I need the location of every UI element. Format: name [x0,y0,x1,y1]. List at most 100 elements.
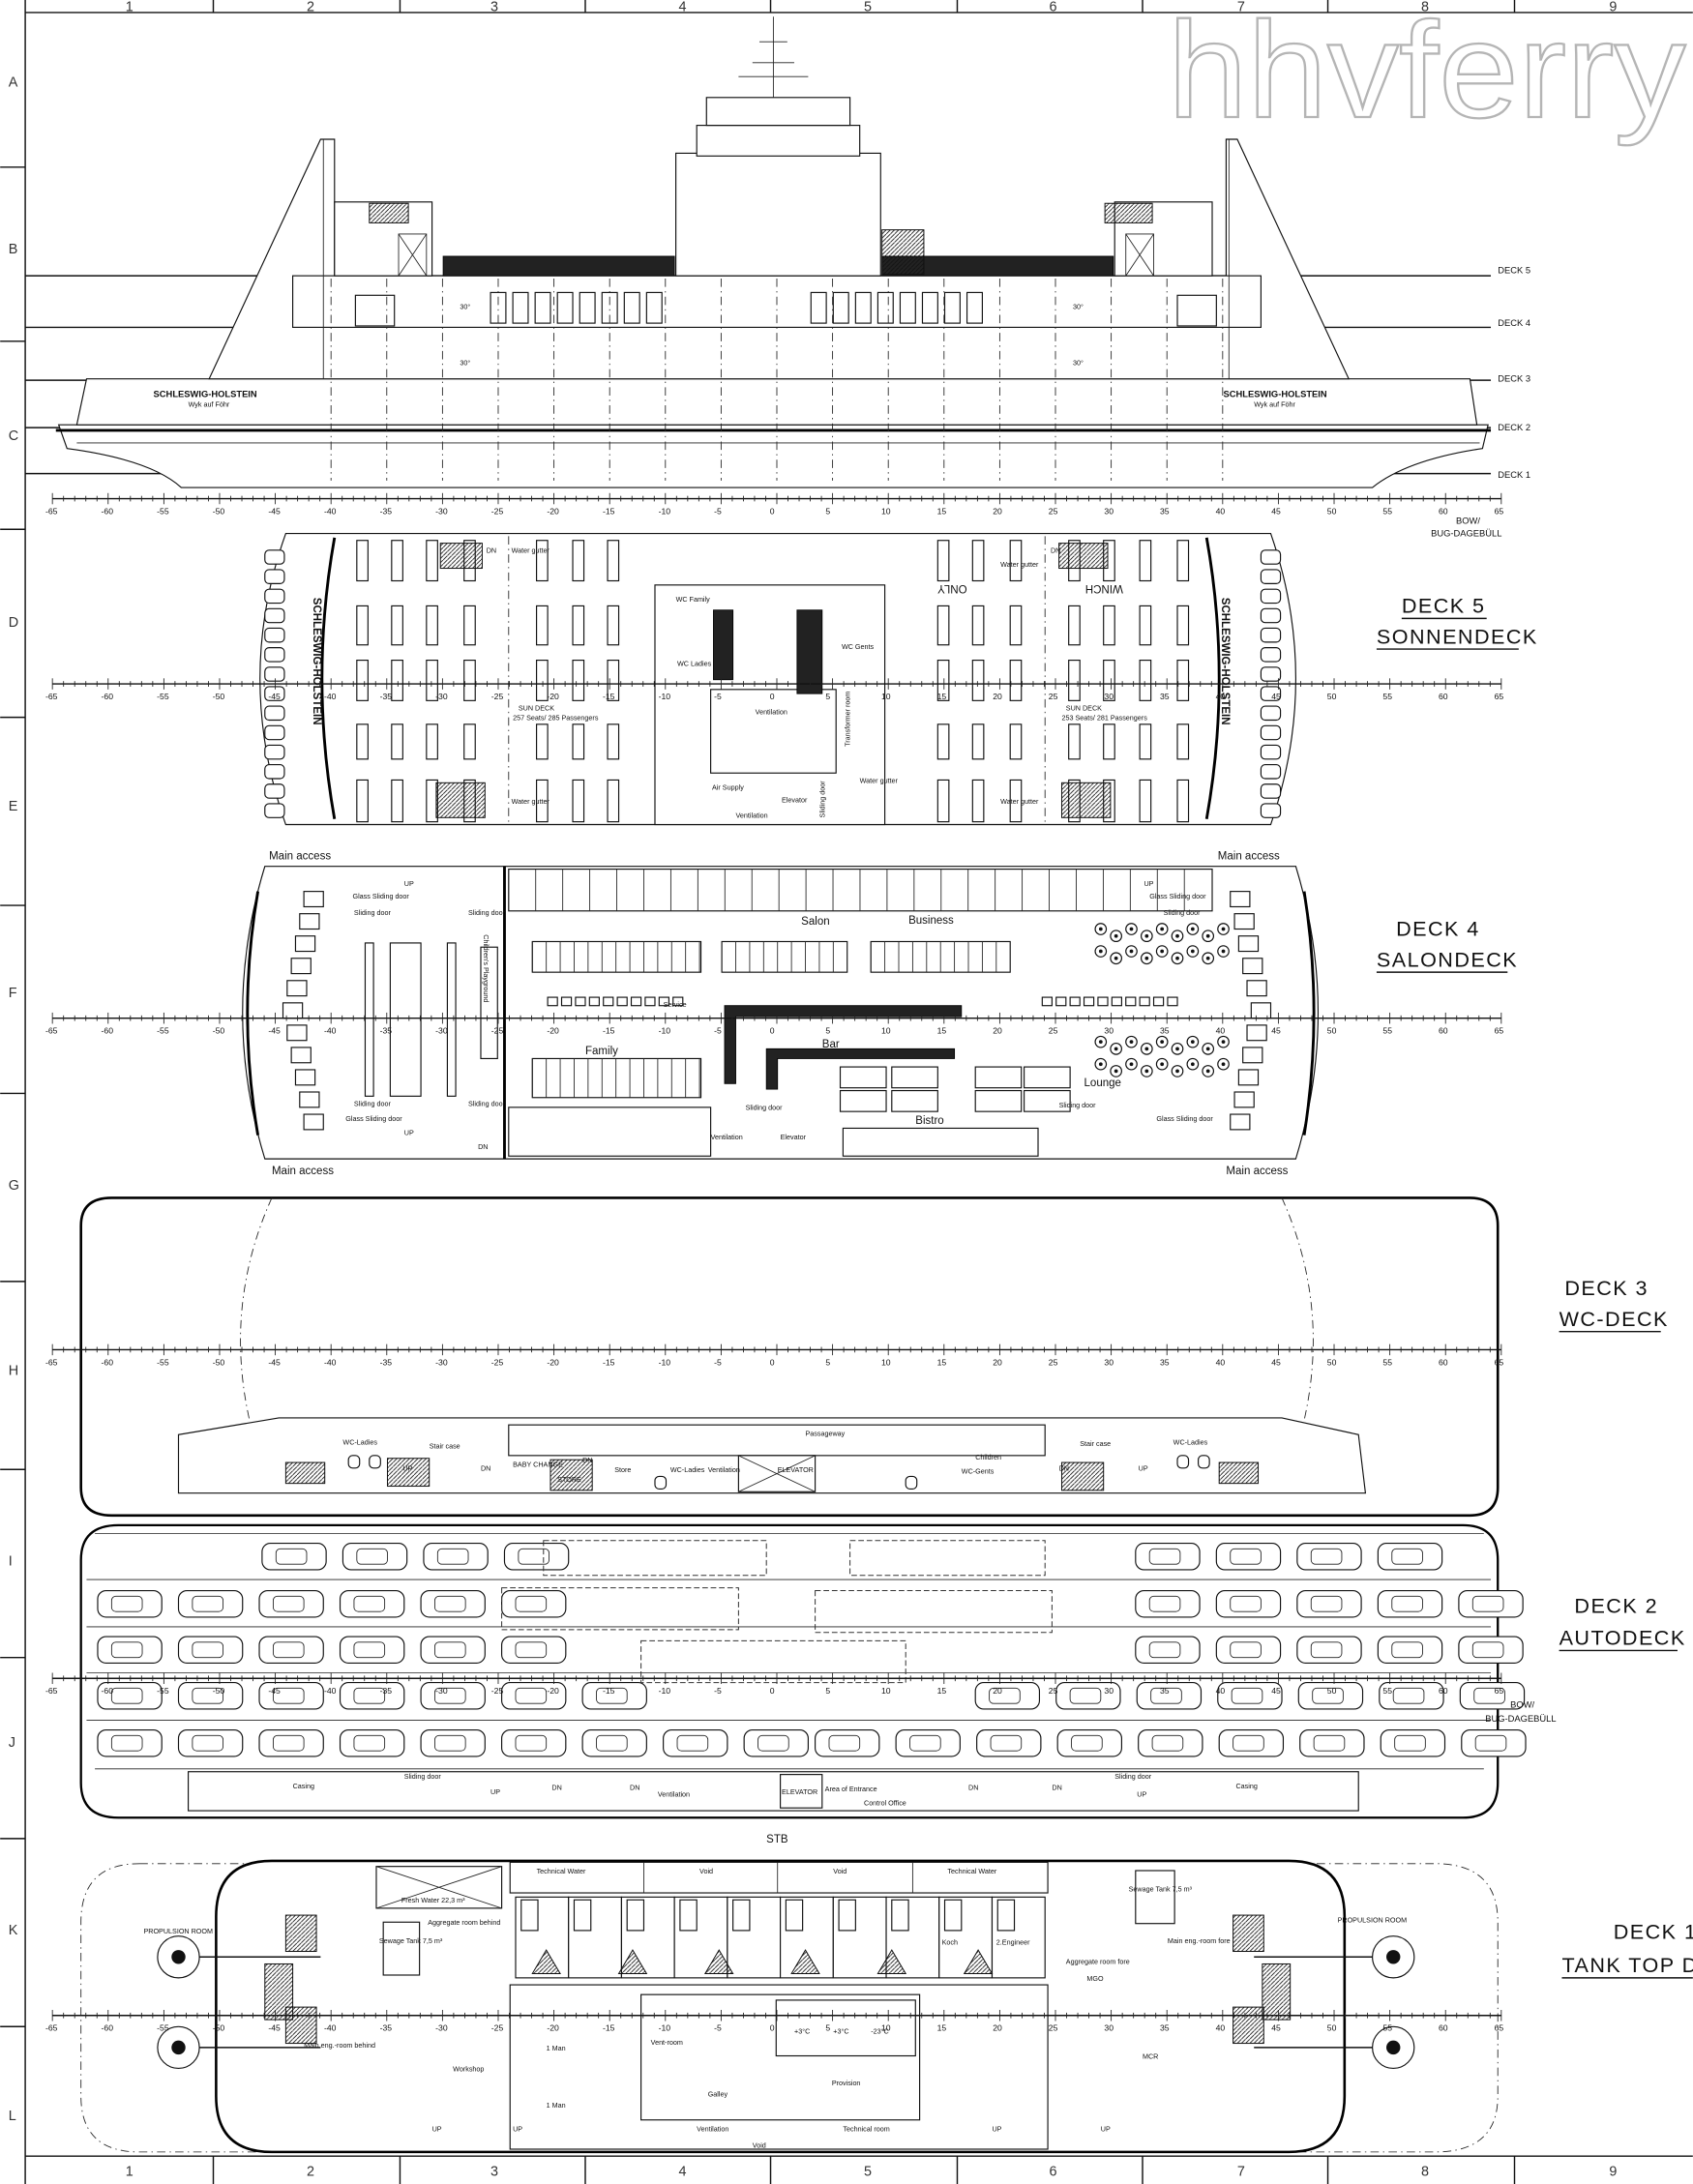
lounge-chair [282,1002,304,1019]
bench [936,779,950,823]
stair-well [963,1949,994,1975]
ruler-tick-label: 15 [937,1357,947,1367]
room-main-engine-behind: Main eng.-room behind [304,2041,375,2050]
room-vent: Vent-room [651,2038,683,2047]
room-store: Store [614,1465,631,1474]
ruler-tick-label: -10 [659,2023,671,2033]
room-wc-ladies: WC-Ladies [342,1437,377,1446]
area-service: Service [664,1000,687,1009]
ruler-tick-label: -15 [603,1026,615,1036]
car-roof [1392,1687,1425,1704]
bench [536,723,549,760]
deck-5-plan-part [796,609,823,694]
truck-outlines [501,1540,1053,1684]
car [1377,1636,1443,1664]
wc-fixture [1176,1455,1190,1469]
stair-dn: DN [630,1783,639,1791]
car [261,1543,327,1571]
car-roof [1394,1734,1426,1752]
car [501,1589,567,1618]
superstructure-part [1104,202,1153,223]
lounge-table-center [1129,949,1134,954]
bunk [891,1899,909,1932]
car [581,1682,647,1710]
stair-dn: DN [481,1464,490,1473]
grid-column-label: 4 [678,2164,686,2179]
ruler-tick-label: 25 [1049,1026,1058,1036]
ruler-tick-label: -15 [603,2023,615,2033]
rail-seat [1260,549,1282,565]
grid-column-label: 3 [490,2164,498,2179]
car [258,1636,324,1664]
ruler-tick-label: 0 [770,2023,775,2033]
bench [572,723,585,760]
window [556,291,574,324]
rail-seat [264,705,285,722]
window [854,291,872,324]
ruler-tick-label: -45 [268,506,281,516]
car [1055,1682,1121,1710]
car-roof [1391,1548,1423,1565]
painted-text-winch: WINCH [1085,582,1123,594]
room-elevator: Elevator [782,795,808,804]
column-separators [212,0,1516,2184]
sliding-door-label: Sliding door [818,781,827,818]
ruler-tick-label: 30 [1104,1357,1114,1367]
bench [1009,540,1023,582]
car [1379,1682,1444,1710]
bench [536,660,549,701]
ruler-tick-label: 20 [993,1357,1002,1367]
ruler-tick-label: 65 [1495,692,1504,701]
lounge-table-center [1129,927,1134,931]
bench [446,942,457,1097]
ruler-tick-label: 30 [1104,506,1114,516]
car-roof [353,1641,386,1659]
ruler-tick-label: 15 [937,1686,947,1696]
lounge-chair [294,1069,316,1086]
room-ventilation: Ventilation [697,2124,728,2133]
car [1136,1682,1203,1710]
ruler-tick-label: -45 [268,1026,281,1036]
ruler-tick-label: -40 [324,2023,337,2033]
room-stair-case: Stair case [1080,1439,1111,1448]
ruler-tick-label: 15 [937,692,947,701]
area-lounge: Lounge [1084,1077,1121,1089]
cold-room-temp: -23°C [871,2026,888,2035]
sliding-door-label: Sliding door [1114,1772,1152,1781]
ruler-tick-label: 35 [1160,1357,1170,1367]
bench [356,723,369,760]
car-roof [1473,1687,1505,1704]
cabin [991,1896,1046,1979]
car [1380,1728,1446,1757]
ruler-tick-label: -20 [547,1357,559,1367]
grid-column-label: 8 [1421,0,1429,15]
ruler-tick-label: 0 [770,692,775,701]
bench [1009,660,1023,701]
car-roof [1230,1595,1262,1612]
bench [391,660,403,701]
superstructure-part [881,229,925,276]
propeller-hub [1386,1950,1401,1964]
main-engine [1233,2006,1264,2045]
ruler-tick-label: 55 [1382,2023,1392,2033]
bench [607,605,620,646]
truck [815,1590,1053,1634]
ruler-tick-label: 50 [1327,1026,1337,1036]
bench [1139,540,1152,582]
cabin-label-cook: Koch [942,1937,958,1946]
cabin-label: 1 Man [547,2044,566,2052]
chair [616,996,628,1007]
grid-column-label: 9 [1609,0,1617,15]
rail-seat [1260,764,1282,780]
grid-column-label: 2 [307,2164,314,2179]
car [97,1682,163,1710]
bunk [785,1899,804,1932]
wc-fixture [654,1475,668,1490]
rail-seat [1260,647,1282,663]
area-family: Family [585,1046,618,1057]
ruler-tick-label: 60 [1439,1357,1448,1367]
stair-up: UP [402,1464,412,1473]
grid-column-label: 1 [126,0,134,15]
